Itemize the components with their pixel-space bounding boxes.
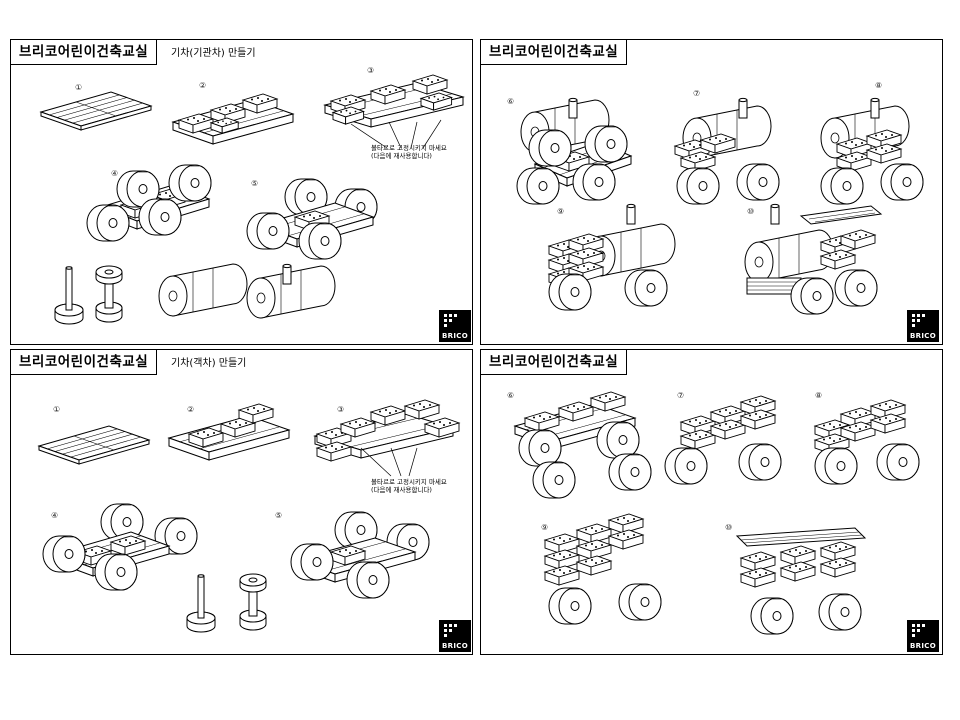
- step-10-passenger-car-drawing: [731, 520, 891, 635]
- panel-title: 브리코어린이건축교실: [481, 350, 628, 375]
- step-number: ⑤: [251, 179, 259, 188]
- step-number: ③: [337, 405, 345, 414]
- instruction-panel-passenger-car-steps-6-10: 브리코어린이건축교실 ⑥ ⑦ ⑧ ⑨: [480, 349, 943, 655]
- note-line: 볼타르로 고정시키지 마세요: [371, 478, 447, 486]
- step-number: ⑨: [541, 523, 549, 532]
- step-5-chassis-drawing: [246, 178, 378, 260]
- step-number: ④: [111, 169, 119, 178]
- step-4-wheel-assembly-drawing: [42, 503, 198, 591]
- logo-dots: [444, 314, 458, 328]
- panel-title: 브리코어린이건축교실: [481, 40, 628, 65]
- step-1-planks-drawing: [38, 425, 150, 465]
- brico-logo: BRICO: [439, 310, 471, 342]
- step-5-chassis-drawing: [290, 511, 430, 599]
- note-line: 볼타르로 고정시키지 마세요: [371, 144, 447, 152]
- logo-dots: [444, 624, 458, 638]
- step-8-passenger-car-drawing: [814, 399, 920, 485]
- step-number: ⑩: [725, 523, 733, 532]
- step-number: ⑧: [815, 391, 823, 400]
- logo-text: BRICO: [442, 332, 468, 340]
- step-number: ⑥: [507, 391, 515, 400]
- logo-dots: [912, 624, 926, 638]
- step-number: ②: [187, 405, 195, 414]
- instruction-panel-locomotive-steps-1-5: 브리코어린이건축교실 기차(기관차) 만들기 ① ② ③ 볼타르로 고정시키지 …: [10, 39, 473, 345]
- panel-subtitle: 기차(객차) 만들기: [171, 358, 247, 369]
- instruction-panel-locomotive-steps-6-10: 브리코어린이건축교실 ⑥ ⑦ ⑧ ⑨: [480, 39, 943, 345]
- step-2-base-bricks-drawing: [168, 403, 290, 461]
- step-number: ⑦: [677, 391, 685, 400]
- step-9-passenger-car-drawing: [544, 513, 662, 625]
- spool-piece-drawing: [239, 573, 267, 631]
- step-number: ②: [199, 81, 207, 90]
- step-number: ⑦: [693, 89, 701, 98]
- logo-text: BRICO: [910, 332, 936, 340]
- step-number: ③: [367, 66, 375, 75]
- axle-piece-drawing: [54, 266, 84, 325]
- brico-logo: BRICO: [907, 620, 939, 652]
- step-number: ④: [51, 511, 59, 520]
- logo-dots: [912, 314, 926, 328]
- step-number: ⑩: [747, 207, 755, 216]
- spool-piece-drawing: [95, 265, 123, 323]
- logo-text: BRICO: [442, 642, 468, 650]
- step-9-locomotive-drawing: [548, 203, 676, 311]
- step-number: ⑧: [875, 81, 883, 90]
- instruction-note: 볼타르로 고정시키지 마세요 (다음에 재사용합니다): [371, 144, 447, 160]
- note-line: (다음에 재사용합니다): [371, 152, 432, 160]
- logo-text: BRICO: [910, 642, 936, 650]
- brico-logo: BRICO: [907, 310, 939, 342]
- step-10-locomotive-drawing: [744, 203, 891, 315]
- step-number: ⑨: [557, 207, 565, 216]
- step-number: ⑤: [275, 511, 283, 520]
- step-7-passenger-car-drawing: [664, 395, 782, 485]
- instruction-note: 볼타르로 고정시키지 마세요 (다음에 재사용합니다): [371, 478, 447, 494]
- panel-subtitle: 기차(기관차) 만들기: [171, 48, 256, 59]
- step-4-wheel-assembly-drawing: [86, 164, 212, 242]
- step-2-base-bricks-drawing: [172, 93, 294, 145]
- axle-piece-drawing: [186, 574, 216, 633]
- step-number: ①: [75, 83, 83, 92]
- note-arrows: [341, 120, 461, 150]
- note-line: (다음에 재사용합니다): [371, 486, 432, 494]
- boiler-part-drawing: [158, 263, 248, 317]
- step-number: ①: [53, 405, 61, 414]
- panel-title: 브리코어린이건축교실: [11, 350, 158, 375]
- instruction-panel-passenger-car-steps-1-5: 브리코어린이건축교실 기차(객차) 만들기 ① ② ③ 볼타르로 고정시키지 마…: [10, 349, 473, 655]
- panel-title: 브리코어린이건축교실: [11, 40, 158, 65]
- step-6-passenger-car-drawing: [514, 391, 652, 499]
- brico-logo: BRICO: [439, 620, 471, 652]
- step-1-planks-drawing: [40, 91, 152, 131]
- step-number: ⑥: [507, 97, 515, 106]
- note-arrows: [361, 448, 441, 478]
- boiler-assembled-drawing: [246, 263, 336, 319]
